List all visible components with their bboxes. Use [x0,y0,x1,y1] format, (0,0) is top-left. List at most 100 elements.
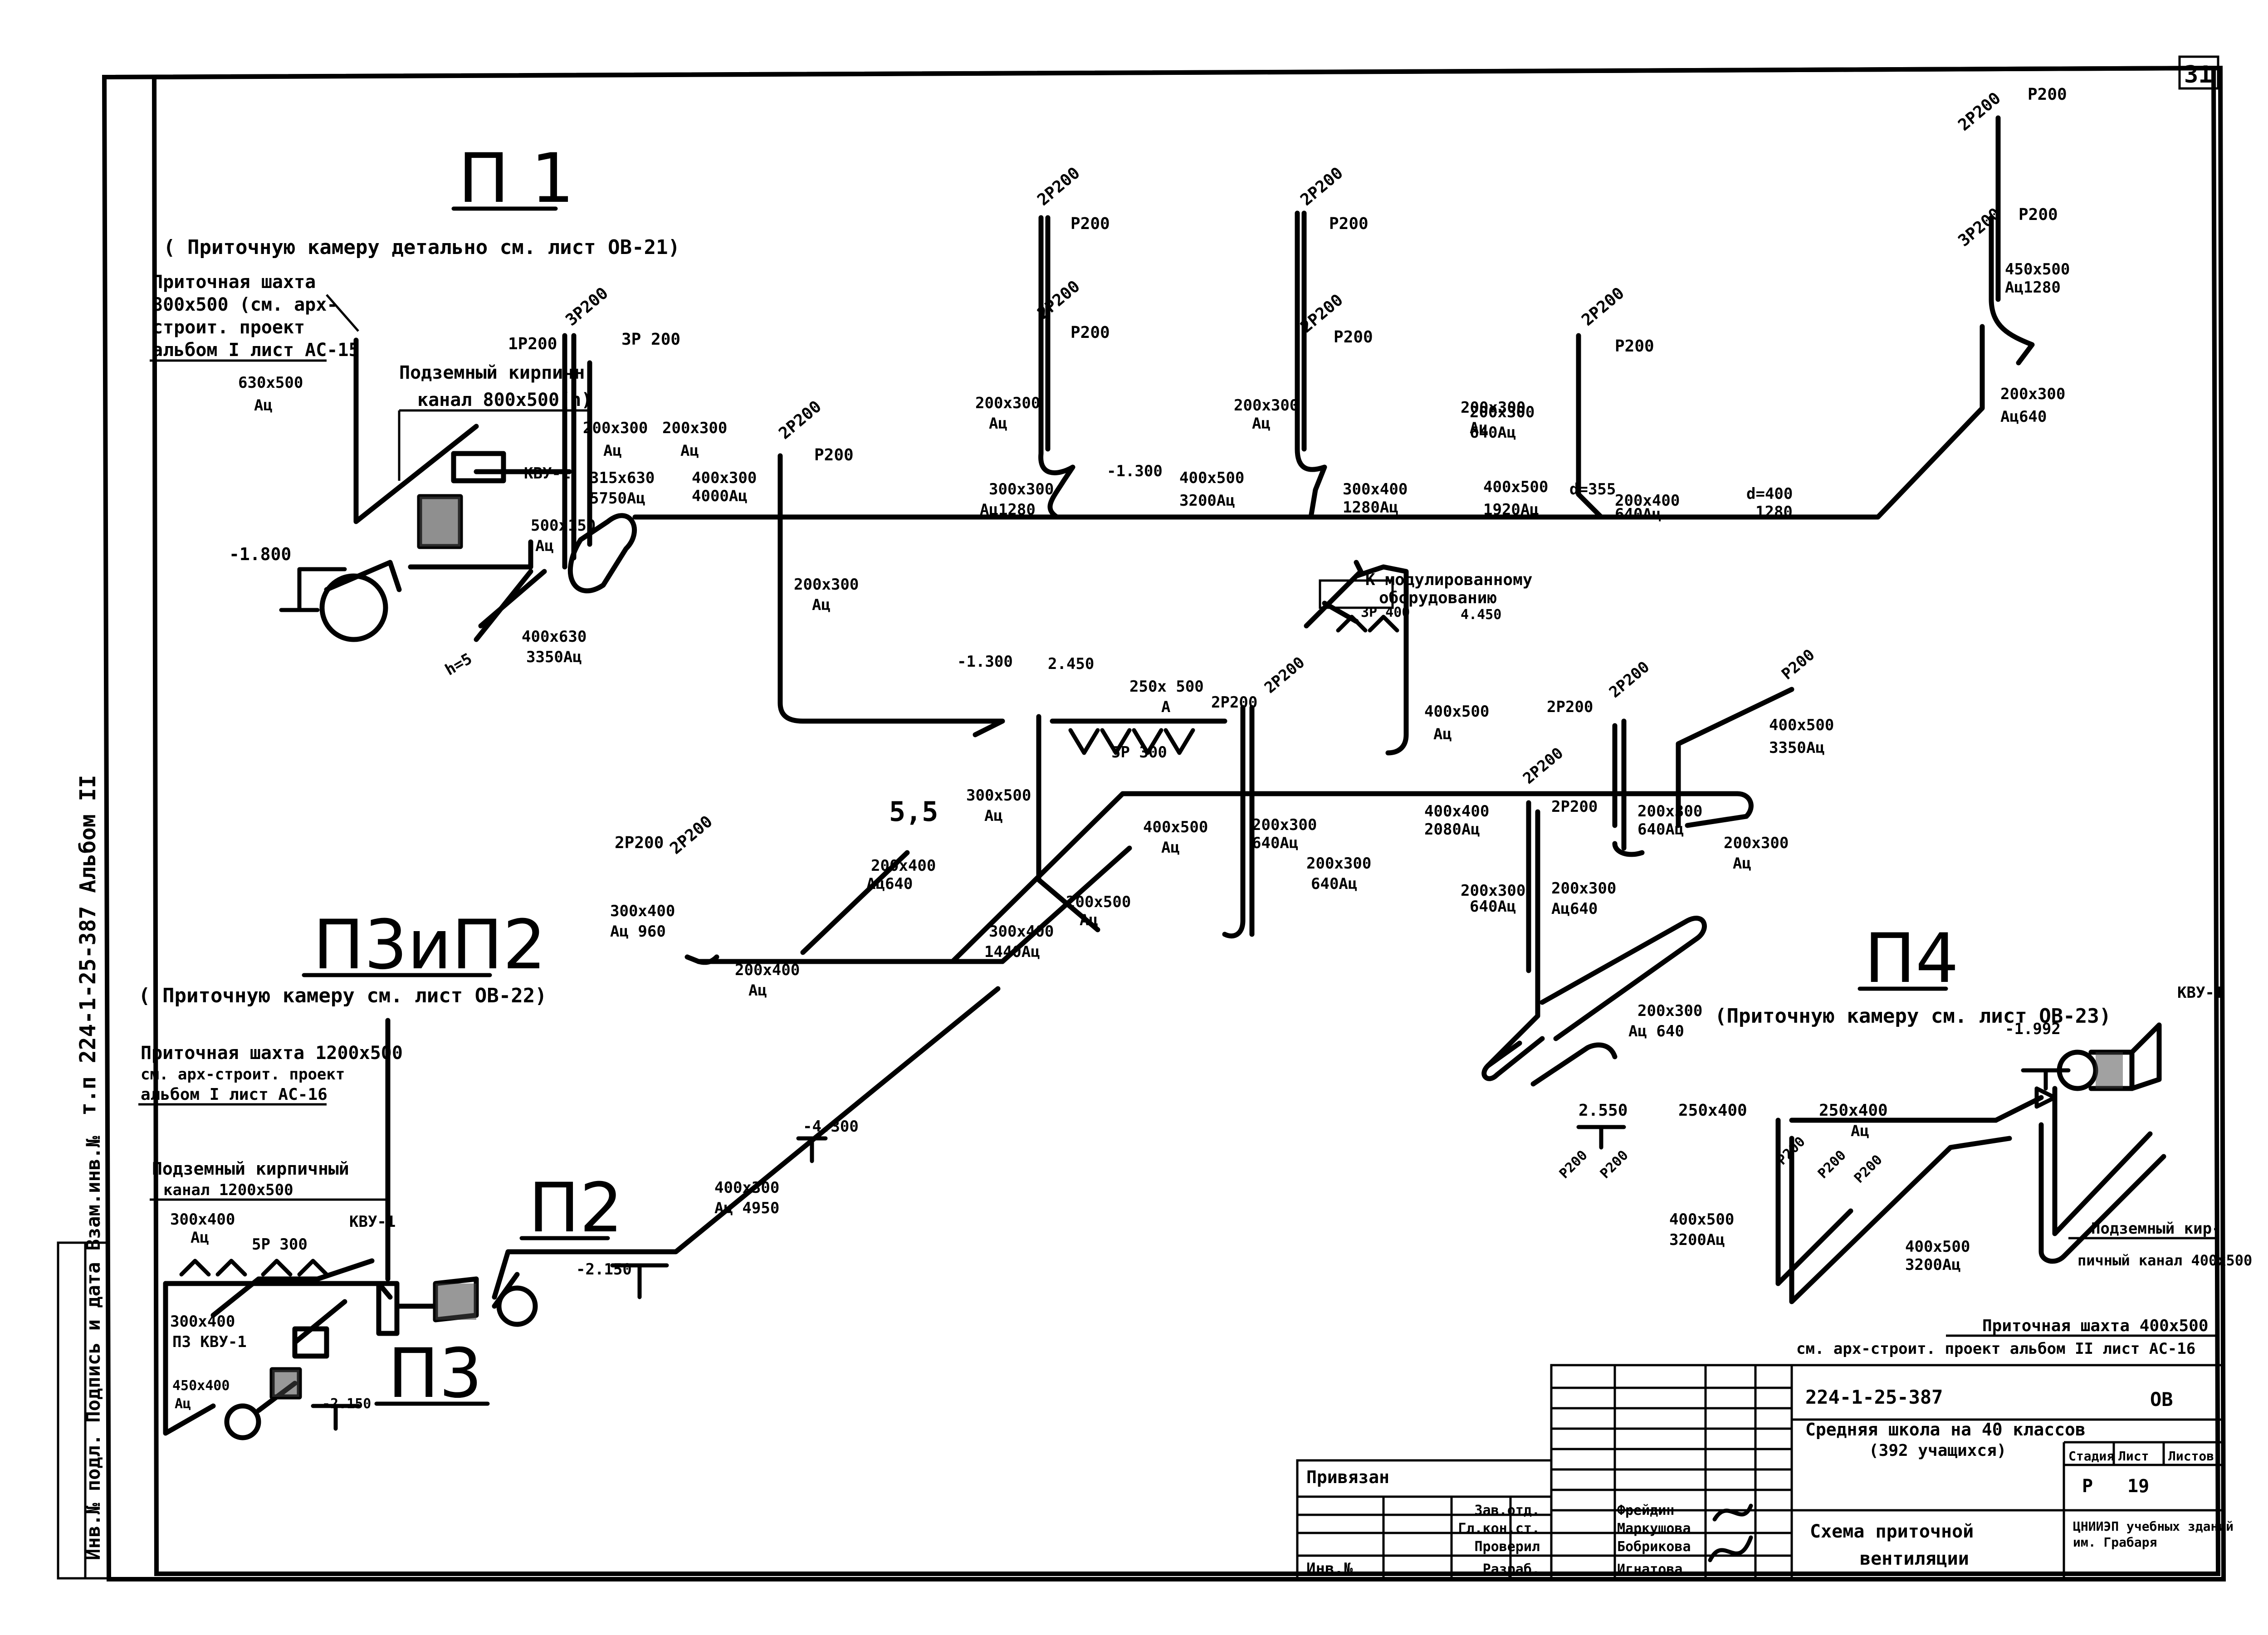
center-label: Р200 [1778,646,1818,683]
center-label: Ац640 [1551,900,1598,918]
p3p2-label: 300х400 [170,1313,235,1331]
main-label: 1920Ац [1483,501,1539,519]
p4-label: 3200Ац [1905,1256,1961,1274]
center-label: 5Р 300 [1111,743,1167,761]
center-label: 200х300 [1461,882,1525,900]
p1-label: 500х150 [531,517,596,535]
p4-label: 3200Ац [1669,1231,1725,1249]
tb-role-1: Зав.отд. [1475,1503,1540,1518]
p3p2-channel-note-1: Подземный кирпичный [152,1159,349,1179]
tb-privyazan: Привязан [1306,1467,1389,1487]
center-label: Ац [748,981,767,1000]
main-label: 400х500 [1483,478,1548,496]
tb-stage-header: Стадия [2068,1449,2114,1464]
p1-label: 3350Ац [526,648,582,666]
p2-filter-block [435,1284,476,1320]
p4-label: 250х400 [1678,1101,1747,1120]
p3-grilles [179,1259,329,1277]
p3p2-label: Ац 4950 [714,1199,779,1217]
main-label: 2Р200 [1297,164,1346,210]
center-label: 3Р 400 [1361,605,1410,620]
p4-label: Р200 [1815,1147,1849,1182]
main-label: Ац [812,596,831,614]
center-label: 2.450 [1048,655,1094,673]
signature-marks [1708,1503,1753,1562]
p3-filter-block [272,1370,299,1397]
main-risers [777,115,2035,737]
main-label: 300х400 [1343,480,1408,498]
supply-grilles-2 [1336,615,1399,633]
p3p2-title: П3иП2 [313,906,546,985]
main-label: 2Р200 [1034,164,1083,210]
p4-note: (Приточную камеру см. лист ОВ-23) [1715,1005,2111,1028]
p3p2-label: -4.300 [803,1118,859,1136]
p4-label: -1.992 [2005,1020,2061,1038]
p1-label: -1.800 [229,544,291,564]
main-label: Р200 [1070,323,1110,342]
p4-label: Ац [1851,1122,1869,1140]
main-label: 200х300 [794,576,859,594]
p1-label: 4000Ац [692,487,748,505]
main-label: Ац1280 [2005,278,2061,297]
main-label: d=400 [1746,485,1793,503]
side-label: т.п 224-1-25-387 Альбом II [75,775,101,1116]
main-label: Ац [989,415,1007,433]
main-label: 200х300 [1461,399,1525,417]
main-label: 1280 [1755,503,1793,521]
main-label: Ац [1252,415,1271,433]
main-labels: 2Р200 Р200 2Р200 Р200 2Р200 Р200 2Р200 Р… [775,85,2070,614]
center-label: Ац [1161,839,1180,857]
p3p2-label: 400х300 [714,1179,779,1197]
p1-note: ( Приточную камеру детально см. лист ОВ-… [163,236,680,259]
p1-label: h=5 [442,649,475,679]
p3p2-label: -2.150 [322,1396,371,1412]
p1-filter-block [420,497,460,547]
p3p2-channel-note-2: канал 1200х500 [163,1181,293,1199]
tb-role-4: Разраб. [1483,1562,1540,1577]
main-label: Ац640 [2000,408,2047,426]
title-block [1296,1364,2224,1580]
center-label: 200х300 [1551,879,1616,898]
center-label: 2Р200 [1547,698,1593,716]
main-label: 200х300 [1234,396,1299,415]
main-label: 200х300 [2000,385,2065,403]
p1-shaft-note-4: альбом I лист АС-15 [152,340,360,361]
center-label: 1440Ац [984,943,1040,961]
center-label: 400х400 [1424,802,1489,820]
tb-org-2: им. Грабаря [2073,1535,2157,1550]
p3p2-labels: 300х400 Ац 5Р 300 КВУ-1 300х400 П3 КВУ-1… [170,1118,859,1412]
center-label: Ац [1080,911,1098,929]
main-label: Р200 [2028,85,2067,104]
main-label: Р200 [1329,215,1369,233]
main-label: 200х300 [975,394,1040,412]
sheet-number: 31 [2184,61,2213,88]
p3p2-shaft-note-3: альбом I лист АС-16 [141,1085,327,1104]
p1-label: 200х300 [662,419,727,437]
center-label: 640Ац [1637,820,1684,839]
center-label: 2Р200 [615,834,664,852]
tb-role-3: Проверил [1475,1539,1540,1555]
p4-label: КВУ-1 [2177,984,2224,1002]
tb-name-1: Фрейдин [1617,1503,1674,1518]
p3p2-shaft-note-2: см. арх-строит. проект [141,1065,345,1083]
p4-label: 400х500 [1905,1238,1970,1256]
center-label: 400х500 [1143,818,1208,836]
center-label: -1.300 [957,653,1013,671]
center-label: 200х300 [1724,834,1789,852]
p1-level-mark [279,567,347,612]
main-label: 640Ац [1470,424,1516,442]
center-label: 200х500 [1066,893,1131,911]
tb-inv: Инв.№ [1306,1560,1353,1578]
tb-drawing-title-1: Схема приточной [1810,1521,1974,1542]
tb-name-4: Игнатова [1617,1562,1683,1577]
p1-label: Ац [680,442,699,460]
p4-label: Р200 [1851,1152,1886,1186]
side-stamp-text: Инв.№ подл. Подпись и дата Взам.инв.№ [82,1136,104,1560]
tb-stage: Р [2082,1476,2093,1497]
p2-title: П2 [528,1169,623,1248]
p3p2-shaft-note-1: Приточная шахта 1200х500 [141,1043,403,1064]
center-label: Ац [984,807,1003,825]
p1-label: 3Р 200 [621,330,680,349]
tb-name-2: Маркушова [1617,1521,1691,1537]
